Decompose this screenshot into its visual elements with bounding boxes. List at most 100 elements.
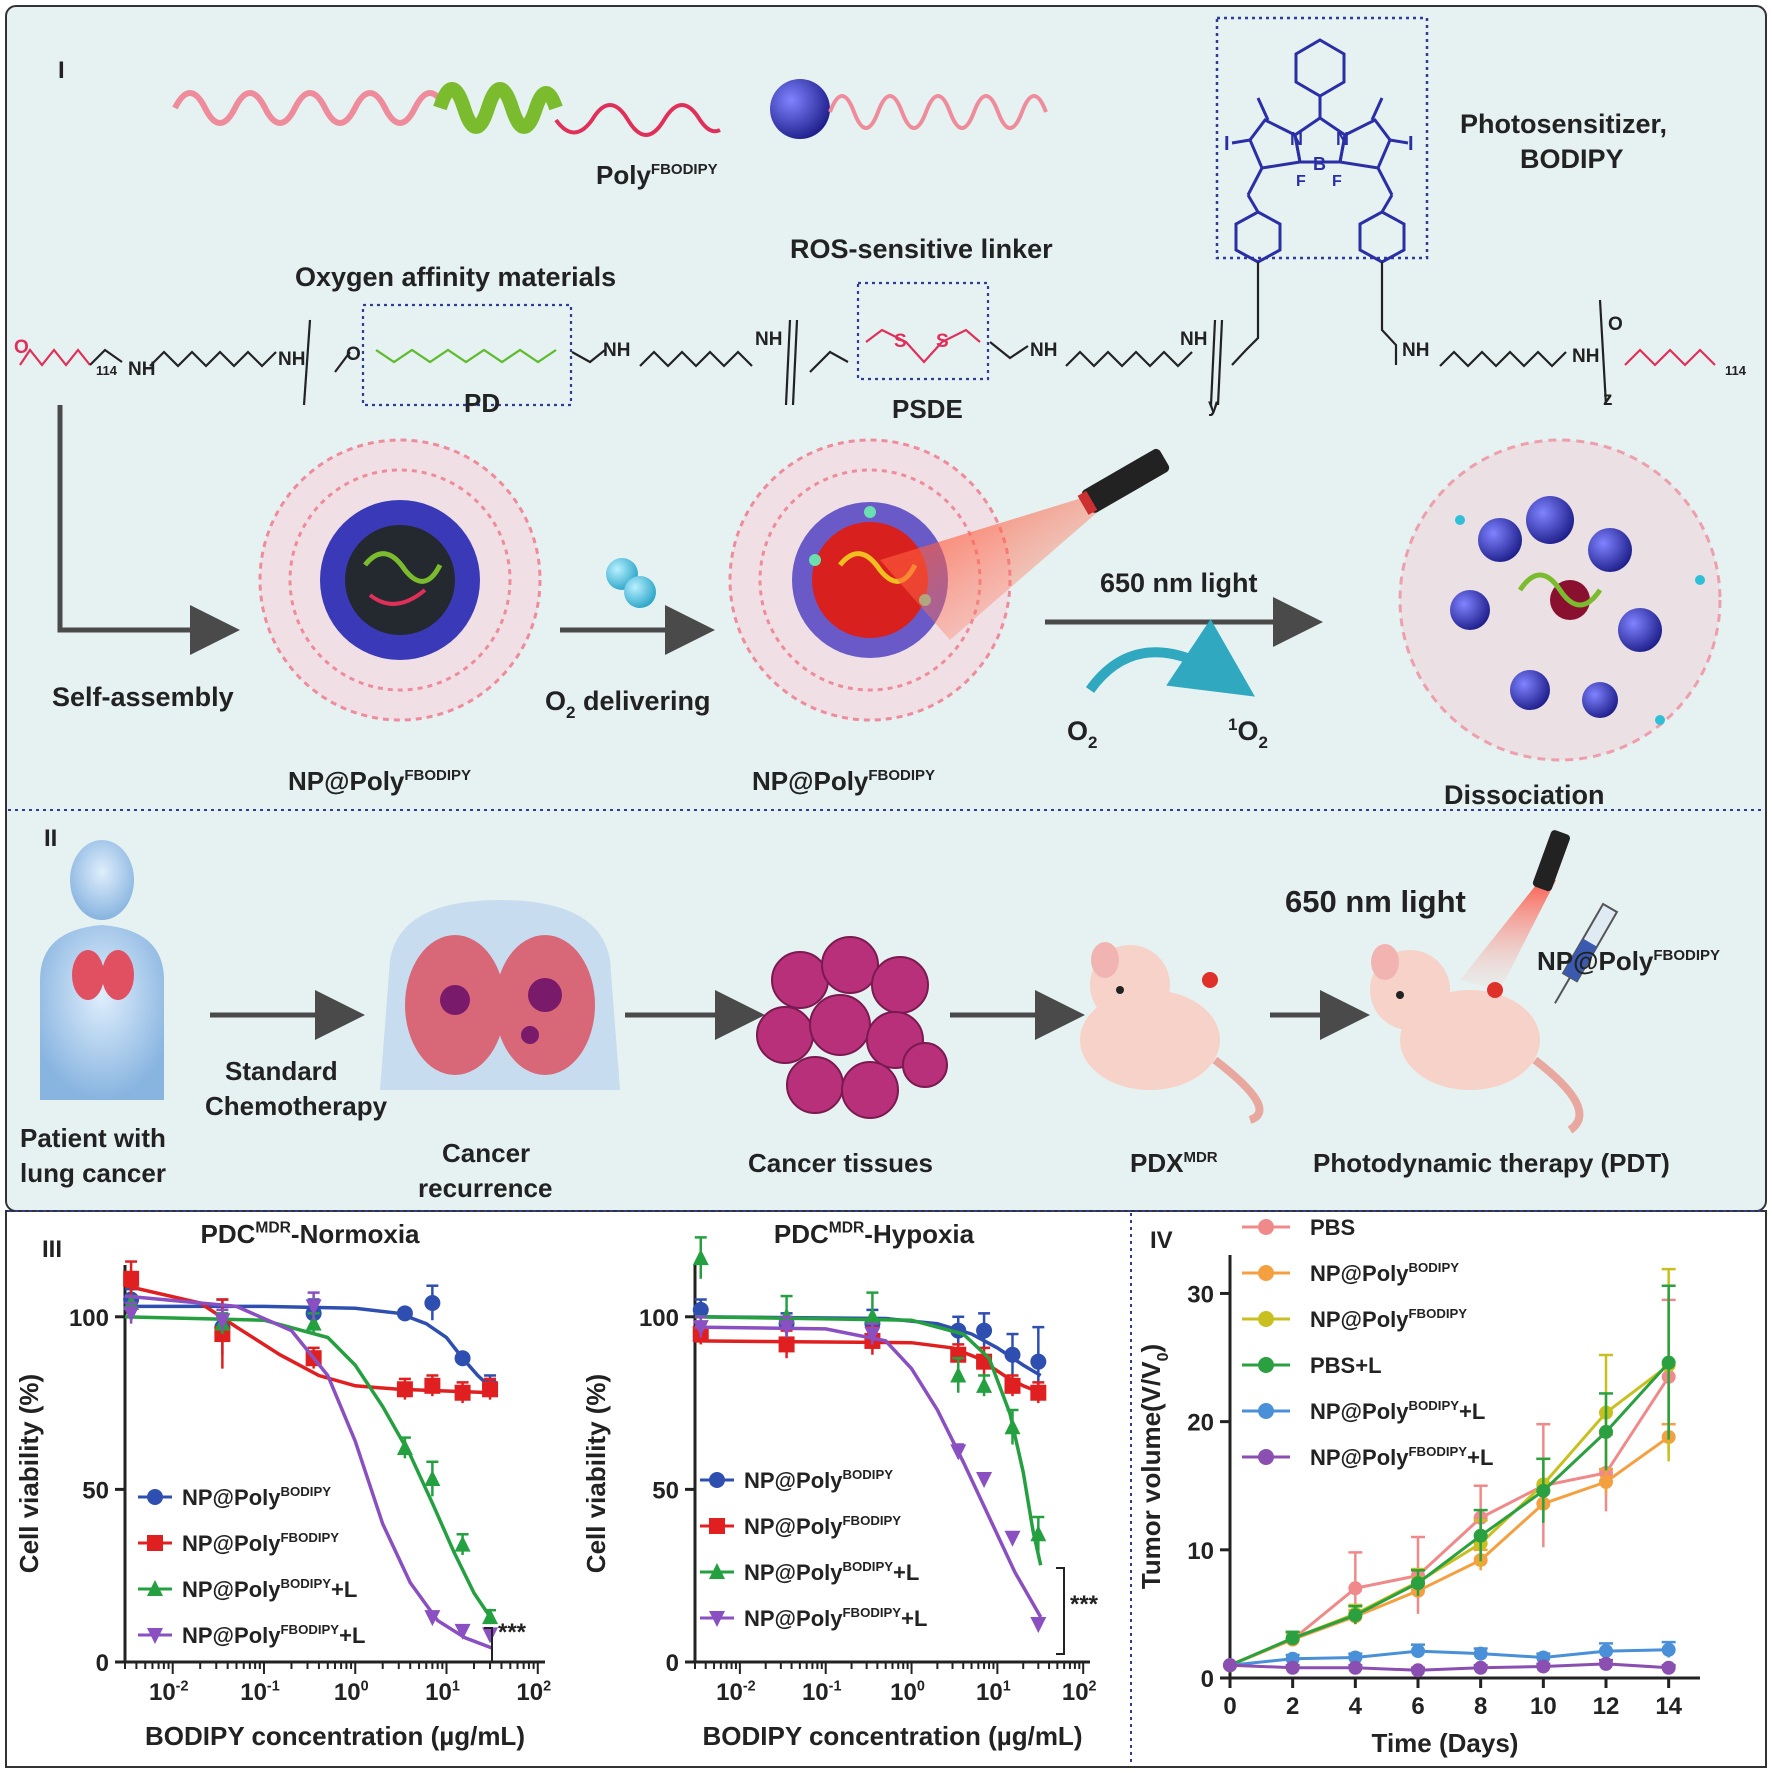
o2-delivering-label: O2 delivering — [545, 686, 711, 722]
bodipy-structure — [1231, 38, 1409, 264]
tumor-legend-3-marker — [1258, 1311, 1274, 1327]
chart-2-series-4-point — [1004, 1530, 1021, 1547]
tumor-series-4-point — [1473, 1528, 1488, 1543]
tumor-legend-3-label-sup: FBODIPY — [1408, 1306, 1467, 1321]
chart-1-x-tick-label-2: 100 — [334, 1678, 369, 1706]
chart-2-series-4-point — [950, 1444, 967, 1461]
chart-1-legend-4-label-sup: FBODIPY — [280, 1622, 339, 1637]
chart-1-series-1-fit-curve — [125, 1304, 494, 1391]
chart-1-legend-2-marker — [147, 1535, 163, 1551]
np-label-II-main: NP@Poly — [1537, 946, 1654, 976]
np-label-II-sup: FBODIPY — [1653, 947, 1720, 964]
poly-label-main: Poly — [596, 160, 651, 190]
dose-response-chart-1 — [115, 1260, 545, 1674]
chart-1-title-main: PDC — [201, 1219, 256, 1249]
chart-1-series-2-point — [123, 1270, 140, 1287]
tumor-legend-1-marker — [1258, 1219, 1274, 1235]
nanoparticle-assembled — [258, 438, 542, 722]
recurrence-label-line1: Cancer — [442, 1138, 530, 1168]
repeat-y: y — [1208, 396, 1219, 417]
tumor-legend-4-marker — [1258, 1357, 1274, 1373]
poly-label-sup: FBODIPY — [651, 161, 718, 178]
chart-2-x-tick-label-0: 10-2 — [716, 1678, 756, 1706]
chart-1-title: PDCMDR-Normoxia — [201, 1219, 421, 1249]
np-label-1-main: NP@Poly — [288, 766, 405, 796]
panel-bottom-background — [5, 1210, 1767, 1768]
chart-1-legend-3-label: NP@PolyBODIPY+L — [182, 1576, 357, 1602]
chart-2-series-3-point — [864, 1307, 881, 1324]
chart-1-y-tick-label: 100 — [69, 1305, 109, 1332]
chart-2-legend-4-label-rest: +L — [901, 1606, 927, 1631]
tumor-series-5-point — [1473, 1646, 1488, 1661]
tumor-series-4-point — [1599, 1424, 1613, 1439]
chart-1-legend-2-label-main: NP@Poly — [182, 1531, 281, 1556]
patient-label-line2: lung cancer — [20, 1158, 166, 1188]
tumor-legend-6-label-main: NP@Poly — [1310, 1445, 1409, 1470]
sulfur-1: S — [894, 331, 907, 352]
chart-2-x-tick-label-4-main: 10 — [1062, 1679, 1089, 1706]
bodipy-pyrrole-right — [1338, 118, 1392, 170]
chart-1-x-tick-label-3-main: 10 — [425, 1679, 452, 1706]
polymer-pink-coil-left — [172, 90, 448, 126]
treated-mouse-illustration — [1370, 944, 1584, 1134]
chart-1-legend-3-label-main: NP@Poly — [182, 1577, 281, 1602]
tumor-chart-x-tick-label: 4 — [1349, 1693, 1363, 1720]
nh-7: NH — [1402, 340, 1429, 361]
chart-2-series-1-point — [1004, 1346, 1021, 1363]
chart-2-series-3-point — [976, 1376, 993, 1393]
o2-reactant-label: O2 — [1067, 716, 1097, 752]
ros-linker-label: ROS-sensitive linker — [790, 234, 1053, 264]
tumor-chart-x-axis-label: Time (Days) — [1372, 1728, 1519, 1758]
tumor-legend-5-label-main: NP@Poly — [1310, 1399, 1409, 1424]
tumor-legend-6-label-sup: FBODIPY — [1408, 1444, 1467, 1459]
laser-beam-II — [1460, 880, 1556, 990]
patient-label-line1: Patient with — [20, 1123, 166, 1153]
nanoparticle-oxygenated — [728, 438, 1012, 722]
chart-2-y-tick-label: 50 — [652, 1477, 679, 1504]
chart-2-title-sup: MDR — [829, 1220, 865, 1237]
chart-1-series-2-point — [424, 1377, 441, 1394]
chart-2-series-4-point — [976, 1472, 993, 1489]
np-label-II: NP@PolyFBODIPY — [1537, 946, 1720, 976]
tumor-series-4-point — [1536, 1483, 1551, 1498]
patient-body-illustration — [40, 840, 164, 1100]
polymer-chain-illustration — [172, 79, 1048, 139]
chart-1-x-tick-label-2-sup: 0 — [361, 1678, 369, 1694]
chart-1-series-1-point — [396, 1305, 413, 1322]
peg-left — [19, 348, 91, 367]
chart-2-significance-bracket — [1056, 1567, 1065, 1655]
chart-2-legend-4-label-sup: FBODIPY — [842, 1605, 901, 1620]
chart-1-x-tick-label-3-sup: 1 — [452, 1678, 460, 1694]
tumor-series-6-point — [1223, 1658, 1237, 1673]
chart-1-x-tick-label-0-main: 10 — [149, 1679, 176, 1706]
tumor-chart-y-axis-label: Tumor volume(V/V0) — [1136, 1344, 1172, 1589]
nh-5: NH — [1030, 340, 1057, 361]
chart-1-x-tick-label-1: 10-1 — [240, 1678, 280, 1706]
chart-1-significance-bracket — [484, 1627, 493, 1663]
tumor-chart-x-tick-label: 10 — [1530, 1693, 1557, 1720]
chart-2-series-3-point — [692, 1249, 709, 1266]
chart-2-series-2-point — [778, 1336, 795, 1353]
chart-1-x-tick-label-2-main: 10 — [334, 1679, 361, 1706]
section-II-label: II — [44, 825, 57, 852]
tumor-chart-x-tick-label: 12 — [1593, 1693, 1620, 1720]
chart-2-series-1-point — [1030, 1353, 1047, 1370]
tumor-series-1-point — [1348, 1581, 1363, 1596]
tumor-series-5-point — [1599, 1644, 1613, 1659]
chart-2-x-axis-label: BODIPY concentration (µg/mL) — [703, 1721, 1083, 1751]
tumor-legend-2-label: NP@PolyBODIPY — [1310, 1260, 1459, 1286]
hexyl-chain-2 — [639, 350, 753, 368]
singlet-oxygen-main: O — [1237, 716, 1258, 746]
chart-2-series-4-point — [864, 1327, 881, 1344]
chart-2-legend-1-label: NP@PolyBODIPY — [744, 1467, 893, 1493]
chart-2-legend-3-label-main: NP@Poly — [744, 1560, 843, 1585]
o2-delivering-sub: 2 — [566, 703, 575, 722]
bodipy-pyrrole-left — [1248, 118, 1302, 170]
hexyl-chain-4 — [1439, 350, 1567, 368]
bodipy-n-right: N — [1336, 129, 1349, 149]
bodipy-boron: B — [1313, 154, 1326, 174]
polymer-green-helix — [433, 82, 563, 134]
tumor-series-4-point — [1661, 1355, 1676, 1370]
photosensitizer-label-line2: BODIPY — [1520, 144, 1624, 174]
tumor-series-1-line — [1229, 1375, 1670, 1667]
